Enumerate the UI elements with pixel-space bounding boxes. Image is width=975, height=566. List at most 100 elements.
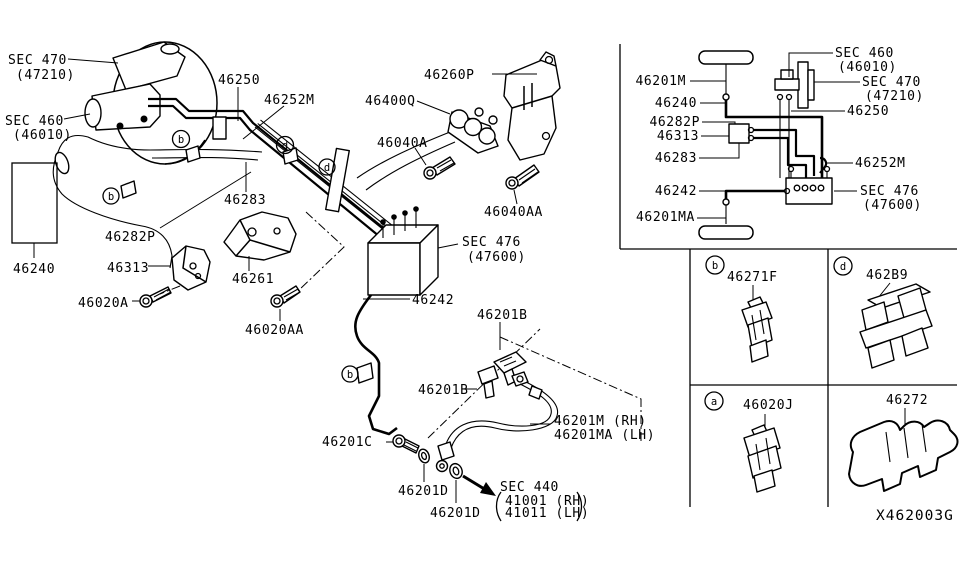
abs-actuator [367,206,439,296]
label-46260P: 46260P [424,68,475,83]
slabel-46313: 46313 [657,129,699,144]
label-46252M: 46252M [264,93,315,108]
callout-letter: d [324,162,330,174]
slabel-sec470: SEC 470 [862,75,921,90]
callout-letter: d [840,261,846,273]
callout-b-rear: b [341,365,359,383]
callout-letters: b d d b b [102,129,359,383]
proportioning-valve [447,107,499,154]
slabel-46240: 46240 [655,96,697,111]
label-sec470: SEC 470 [8,53,67,68]
callout-d-strip: d [318,158,336,176]
bolt-46040A [423,156,456,180]
label-46313: 46313 [107,261,149,276]
callout-letter: d [282,140,288,152]
callout-letter: b [108,191,114,203]
drawing-code: X462003G [876,508,954,524]
label-sec476: SEC 476 [462,235,521,250]
slabel-46282P: 46282P [649,115,700,130]
label-46261: 46261 [232,272,274,287]
valve-bracket [503,51,561,161]
brake-tubes [52,97,456,384]
label-sec440-rh: 41001 (RH) [505,494,589,509]
label-46400Q: 46400Q [365,94,416,109]
front-tire [698,50,754,65]
sec440-arrow [462,474,487,492]
schematic-labels: 46201M 46240 46282P 46313 46283 46242 46… [635,46,924,225]
rear-tire [698,225,754,240]
callout-letter: b [712,260,718,272]
label-46040AA: 46040AA [484,205,543,220]
label-sec460: SEC 460 [5,114,64,129]
label-46020AA: 46020AA [245,323,304,338]
schematic-sensor-box [728,123,755,144]
slabel-46201M: 46201M [635,74,686,89]
bracket-46313 [171,245,211,291]
slabel-46242: 46242 [655,184,697,199]
parts-grid: b 46271F d 462B9 a 46020J [689,249,959,524]
label-sec470-num: (47210) [16,68,75,83]
bolt-46020A [139,286,172,308]
bracket-46261 [223,211,297,261]
label-46201MA-LH: 46201MA (LH) [554,428,655,443]
callout-b-top: b [171,129,191,149]
slabel-sec460-num: (46010) [838,60,897,75]
label-46201M-RH: 46201M (RH) [554,414,647,429]
callout-letter: a [711,396,717,408]
bolt-46201C [392,434,420,454]
label-462B9: 462B9 [866,268,908,283]
leader-lines [63,58,551,503]
label-sec460-num: (46010) [13,128,72,143]
label-46020A: 46020A [78,296,129,311]
main-labels: SEC 470 (47210) SEC 460 (46010) 46250 46… [5,53,655,521]
label-46282P: 46282P [105,230,156,245]
label-46020J: 46020J [743,398,794,413]
slabel-sec470-num: (47210) [865,89,924,104]
callout-d-top: d [275,135,295,155]
grid-cell-46020J: a 46020J [704,391,794,493]
washer-46201D-1 [418,448,430,464]
grid-cell-46271F: b 46271F [705,255,777,363]
label-46240: 46240 [13,262,55,277]
label-46250: 46250 [218,73,260,88]
label-46040A: 46040A [377,136,428,151]
callout-box-46240 [11,162,58,258]
slabel-46252M: 46252M [855,156,906,171]
brake-hose-assembly [159,211,642,522]
callout-letter: b [347,369,353,381]
tube-clip [212,116,227,140]
label-sec476-num: (47600) [467,250,526,265]
label-sec440-lh: 41011 (LH) [505,506,589,521]
brake-booster [84,41,218,165]
slabel-sec476-num: (47600) [863,198,922,213]
grid-cell-46272: 46272 [848,393,959,492]
washer-46201D-2 [449,462,463,480]
label-46201D-2: 46201D [430,506,481,521]
label-46283: 46283 [224,193,266,208]
bolt-46040AA [505,164,540,190]
tube-46242 [353,294,398,436]
label-46201B-1: 46201B [477,308,528,323]
schematic-booster [774,61,815,109]
schematic-leaders [690,52,860,219]
label-46201B-2: 46201B [418,383,469,398]
label-46242: 46242 [412,293,454,308]
slabel-sec476: SEC 476 [860,184,919,199]
main-diagram: b d d b b SEC 470 (47210) SEC 460 [5,41,655,522]
schematic-actuator [783,165,833,205]
bolt-46020AA [270,285,301,308]
slabel-46250: 46250 [847,104,889,119]
label-46272: 46272 [886,393,928,408]
label-46201C: 46201C [322,435,373,450]
label-46201D-1: 46201D [398,484,449,499]
grid-cell-462B9: d 462B9 [833,256,933,369]
callout-b-harness: b [102,187,120,205]
slabel-46283: 46283 [655,151,697,166]
callout-letter: b [178,134,184,146]
slabel-46201MA: 46201MA [636,210,695,225]
label-sec440: SEC 440 [500,480,559,495]
schematic-panel: 46201M 46240 46282P 46313 46283 46242 46… [619,44,957,250]
slabel-sec460: SEC 460 [835,46,894,61]
bundle-clamp [325,147,350,213]
